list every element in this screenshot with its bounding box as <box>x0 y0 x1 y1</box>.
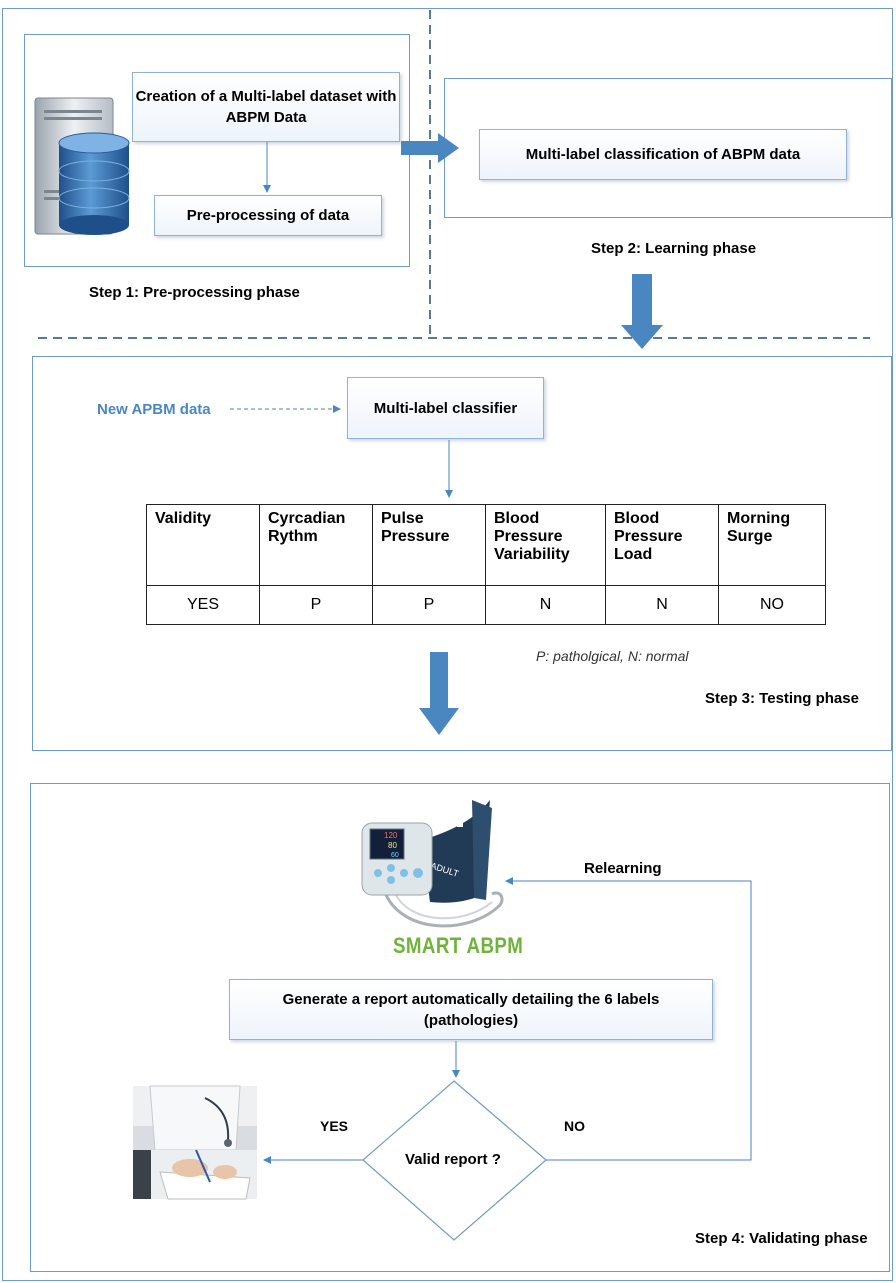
arrow-no-relearning-loop <box>505 877 752 1161</box>
classifier-box: Multi-label classifier <box>347 377 544 439</box>
cell-bp-variability: N <box>485 585 606 625</box>
cell-bp-load: N <box>605 585 719 625</box>
outer-border <box>2 8 893 1281</box>
preprocess-label: Pre-processing of data <box>186 207 350 224</box>
step1-caption: Step 1: Pre-processing phase <box>89 284 300 301</box>
step4-caption: Step 4: Validating phase <box>695 1230 868 1247</box>
device-reading-dia: 80 <box>388 841 397 850</box>
cell-pulse-pressure: P <box>372 585 486 625</box>
abpm-device-image: ADULT 120 80 60 <box>361 800 504 928</box>
arrow-step2-to-step3 <box>621 274 663 349</box>
smart-abpm-brand: SMART ABPM <box>393 933 524 958</box>
table-legend: P: patholgical, N: normal <box>536 648 689 664</box>
classifier-label: Multi-label classifier <box>373 399 518 417</box>
relearning-label: Relearning <box>584 860 662 877</box>
arrow-step3-down <box>419 652 459 735</box>
create-dataset-box: Creation of a Multi-label dataset with A… <box>132 72 400 142</box>
step2-caption: Step 2: Learning phase <box>591 240 757 257</box>
device-reading-sys: 120 <box>384 831 398 840</box>
classification-label: Multi-label classification of ABPM data <box>525 146 801 163</box>
labels-table: Validity Cyrcadian Rythm Pulse Pressure … <box>146 504 826 625</box>
header-morning-surge: Morning Surge <box>718 504 826 586</box>
header-validity: Validity <box>146 504 260 586</box>
doctor-writing-image <box>133 1085 257 1200</box>
cell-cyrcadian-rythm: P <box>259 585 373 625</box>
report-box: Generate a report automatically detailin… <box>229 979 713 1040</box>
table-row: YES P P N N NO <box>146 585 826 625</box>
report-label: Generate a report automatically detailin… <box>282 990 660 1029</box>
new-data-label: New APBM data <box>97 401 211 418</box>
device-reading-pulse: 60 <box>391 852 399 859</box>
decision-diamond <box>362 1080 547 1241</box>
server-database-icon <box>34 97 130 235</box>
header-pulse-pressure: Pulse Pressure <box>372 504 486 586</box>
create-dataset-label: Creation of a Multi-label dataset with A… <box>135 88 397 126</box>
cell-validity: YES <box>146 585 260 625</box>
preprocess-box: Pre-processing of data <box>154 195 382 236</box>
no-label: NO <box>564 1118 585 1134</box>
step3-caption: Step 3: Testing phase <box>705 690 859 707</box>
table-header-row: Validity Cyrcadian Rythm Pulse Pressure … <box>146 504 826 586</box>
yes-label: YES <box>320 1118 349 1134</box>
header-cyrcadian-rythm: Cyrcadian Rythm <box>259 504 373 586</box>
arrow-step1-to-step2 <box>401 133 459 163</box>
header-bp-load: Blood Pressure Load <box>605 504 719 586</box>
decision-label: Valid report ? <box>405 1151 501 1168</box>
classification-box: Multi-label classification of ABPM data <box>479 129 847 180</box>
cell-morning-surge: NO <box>718 585 826 625</box>
header-bp-variability: Blood Pressure Variability <box>485 504 606 586</box>
